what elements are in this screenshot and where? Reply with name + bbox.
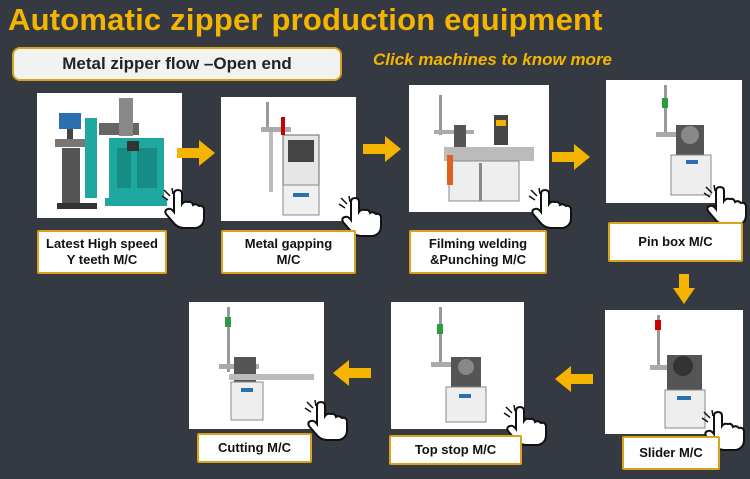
machine-filming-welding-image[interactable] <box>409 85 549 212</box>
machine-pin-box-image[interactable] <box>606 80 742 203</box>
machine-label-y-teeth[interactable]: Latest High speed Y teeth M/C <box>37 230 167 274</box>
arrow-right-icon <box>363 136 401 162</box>
top-stop-machine-illustration <box>431 307 487 423</box>
arrow-left-icon <box>555 366 593 392</box>
pointing-hand-icon[interactable] <box>527 187 577 230</box>
y-teeth-machine-illustration <box>55 98 167 209</box>
flow-label: Metal zipper flow –Open end <box>12 47 342 81</box>
machine-top-stop-image[interactable] <box>391 302 524 429</box>
page-title: Automatic zipper production equipment <box>8 2 603 37</box>
arrow-left-icon <box>333 360 371 386</box>
machine-label-filming-welding[interactable]: Filming welding &Punching M/C <box>409 230 547 274</box>
machine-label-cutting[interactable]: Cutting M/C <box>197 433 312 463</box>
machine-label-pin-box[interactable]: Pin box M/C <box>608 222 743 262</box>
metal-gapping-machine-illustration <box>261 102 320 216</box>
slider-machine-illustration <box>650 315 706 429</box>
machine-metal-gapping-image[interactable] <box>221 97 356 221</box>
pin-box-machine-illustration <box>656 85 712 196</box>
pointing-hand-icon[interactable] <box>337 195 387 238</box>
machine-cutting-image[interactable] <box>189 302 324 429</box>
arrow-right-icon <box>177 140 215 166</box>
cutting-machine-illustration <box>219 307 314 421</box>
pointing-hand-icon[interactable] <box>303 399 353 442</box>
filming-welding-machine-illustration <box>434 95 534 202</box>
machine-label-metal-gapping[interactable]: Metal gapping M/C <box>221 230 356 274</box>
click-hint: Click machines to know more <box>373 50 613 69</box>
pointing-hand-icon[interactable] <box>702 184 750 227</box>
machine-y-teeth-image[interactable] <box>37 93 182 218</box>
arrow-right-icon <box>552 144 590 170</box>
arrow-down-icon <box>673 274 695 304</box>
pointing-hand-icon[interactable] <box>160 187 210 230</box>
machine-label-slider[interactable]: Slider M/C <box>622 436 720 470</box>
machine-label-top-stop[interactable]: Top stop M/C <box>389 435 522 465</box>
